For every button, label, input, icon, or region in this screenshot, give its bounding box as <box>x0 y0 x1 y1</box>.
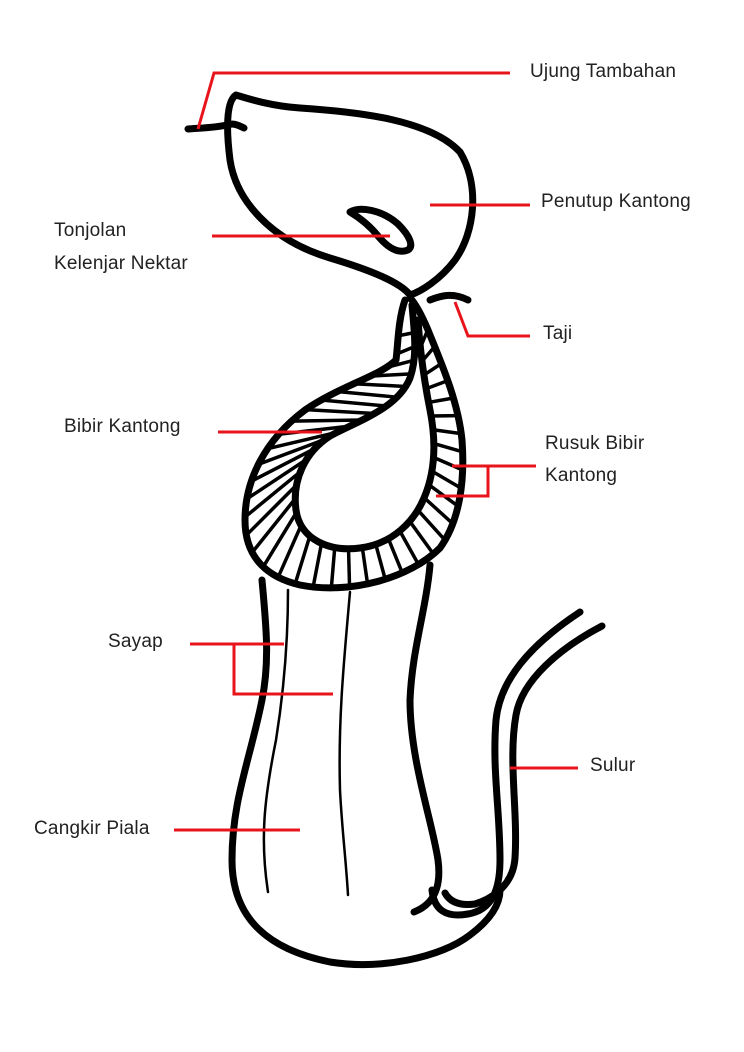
peristome-rib <box>422 495 455 526</box>
peristome-rib <box>432 441 465 454</box>
leader-rusuk <box>436 464 536 498</box>
peristome-rib <box>424 378 450 391</box>
leader-sayap <box>190 642 333 696</box>
peristome-rib <box>386 536 405 575</box>
spur <box>426 291 472 304</box>
label-tonjolan-line2: Kelenjar Nektar <box>54 253 188 274</box>
peristome-rib <box>360 545 370 586</box>
peristome-rib <box>250 496 298 555</box>
peristome-rib <box>431 455 465 472</box>
peristome-rib <box>293 534 312 586</box>
peristome-rib <box>303 407 377 416</box>
label-sulur: Sulur <box>590 755 636 776</box>
peristome-rib <box>431 427 463 436</box>
peristome-rib <box>249 446 317 483</box>
peristome-rib <box>420 344 437 364</box>
peristome-rib <box>398 529 421 567</box>
peristome-rib <box>256 437 328 467</box>
peristome-rib <box>394 344 417 356</box>
peristome-rib <box>243 469 303 519</box>
peristome-rib <box>426 396 456 405</box>
label-penutup-kantong: Penutup Kantong <box>541 191 691 212</box>
label-bibir-kantong: Bibir Kantong <box>64 416 181 437</box>
leader-lines <box>174 71 578 832</box>
leader-ujung-tambahan <box>196 71 510 130</box>
peristome-rib <box>396 330 417 338</box>
label-cangkir-piala: Cangkir Piala <box>34 818 150 839</box>
peristome-rib <box>319 398 389 408</box>
peristome-rib <box>335 389 399 399</box>
peristome-rib <box>265 430 340 451</box>
tendril <box>428 608 606 919</box>
peristome-rib <box>418 327 430 350</box>
peristome-rib <box>430 469 463 490</box>
leader-taji <box>453 301 530 338</box>
peristome-rib <box>384 358 416 370</box>
label-sayap: Sayap <box>108 631 163 652</box>
peristome-rib <box>422 361 444 377</box>
peristome-rib <box>244 483 299 537</box>
peristome-rib <box>346 546 352 589</box>
peristome-rib <box>311 541 324 589</box>
label-ujung-tambahan: Ujung Tambahan <box>530 61 677 82</box>
peristome-rib <box>407 519 436 556</box>
peristome-rib <box>352 382 408 389</box>
peristome <box>241 294 467 592</box>
lid <box>184 91 477 299</box>
label-rusuk-line1: Rusuk Bibir <box>545 433 645 454</box>
label-taji: Taji <box>543 323 573 344</box>
peristome-rib <box>261 510 299 569</box>
peristome-rib <box>289 418 365 423</box>
label-tonjolan-line1: Tonjolan <box>54 220 127 241</box>
peristome-rib <box>329 545 337 590</box>
label-rusuk-line2: Kantong <box>545 465 618 486</box>
peristome-rib <box>374 542 387 581</box>
peristome-rib <box>368 372 414 378</box>
peristome-rib <box>416 508 447 542</box>
cup <box>228 561 504 968</box>
peristome-rib <box>245 457 309 501</box>
peristome-rib <box>276 523 303 579</box>
